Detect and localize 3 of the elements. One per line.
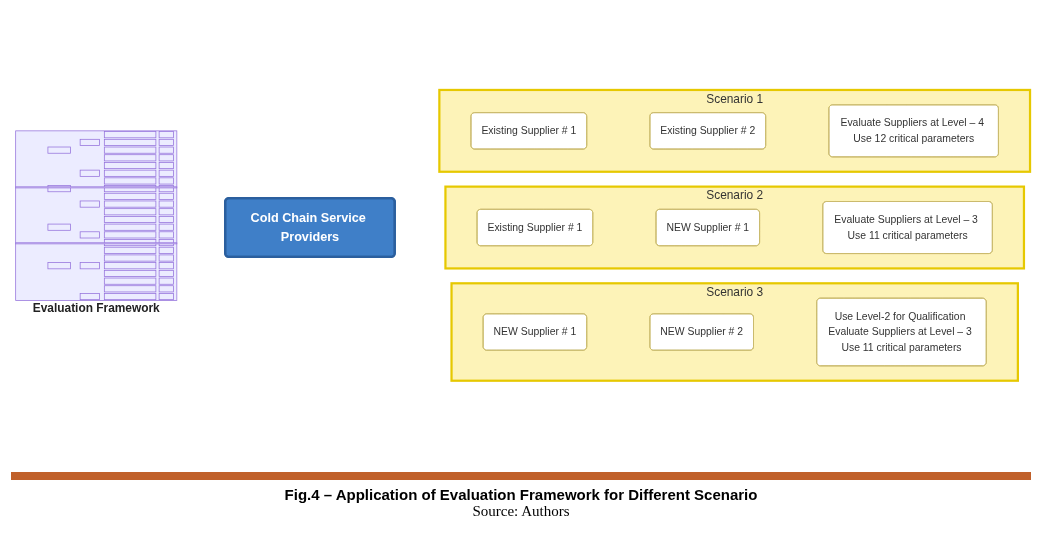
source-note: Source: Authors — [471, 503, 571, 520]
node-label: Evaluation Framework — [32, 300, 160, 314]
figure-caption: Fig.4 – Application of Evaluation Framework for Different Scenario — [284, 486, 758, 503]
